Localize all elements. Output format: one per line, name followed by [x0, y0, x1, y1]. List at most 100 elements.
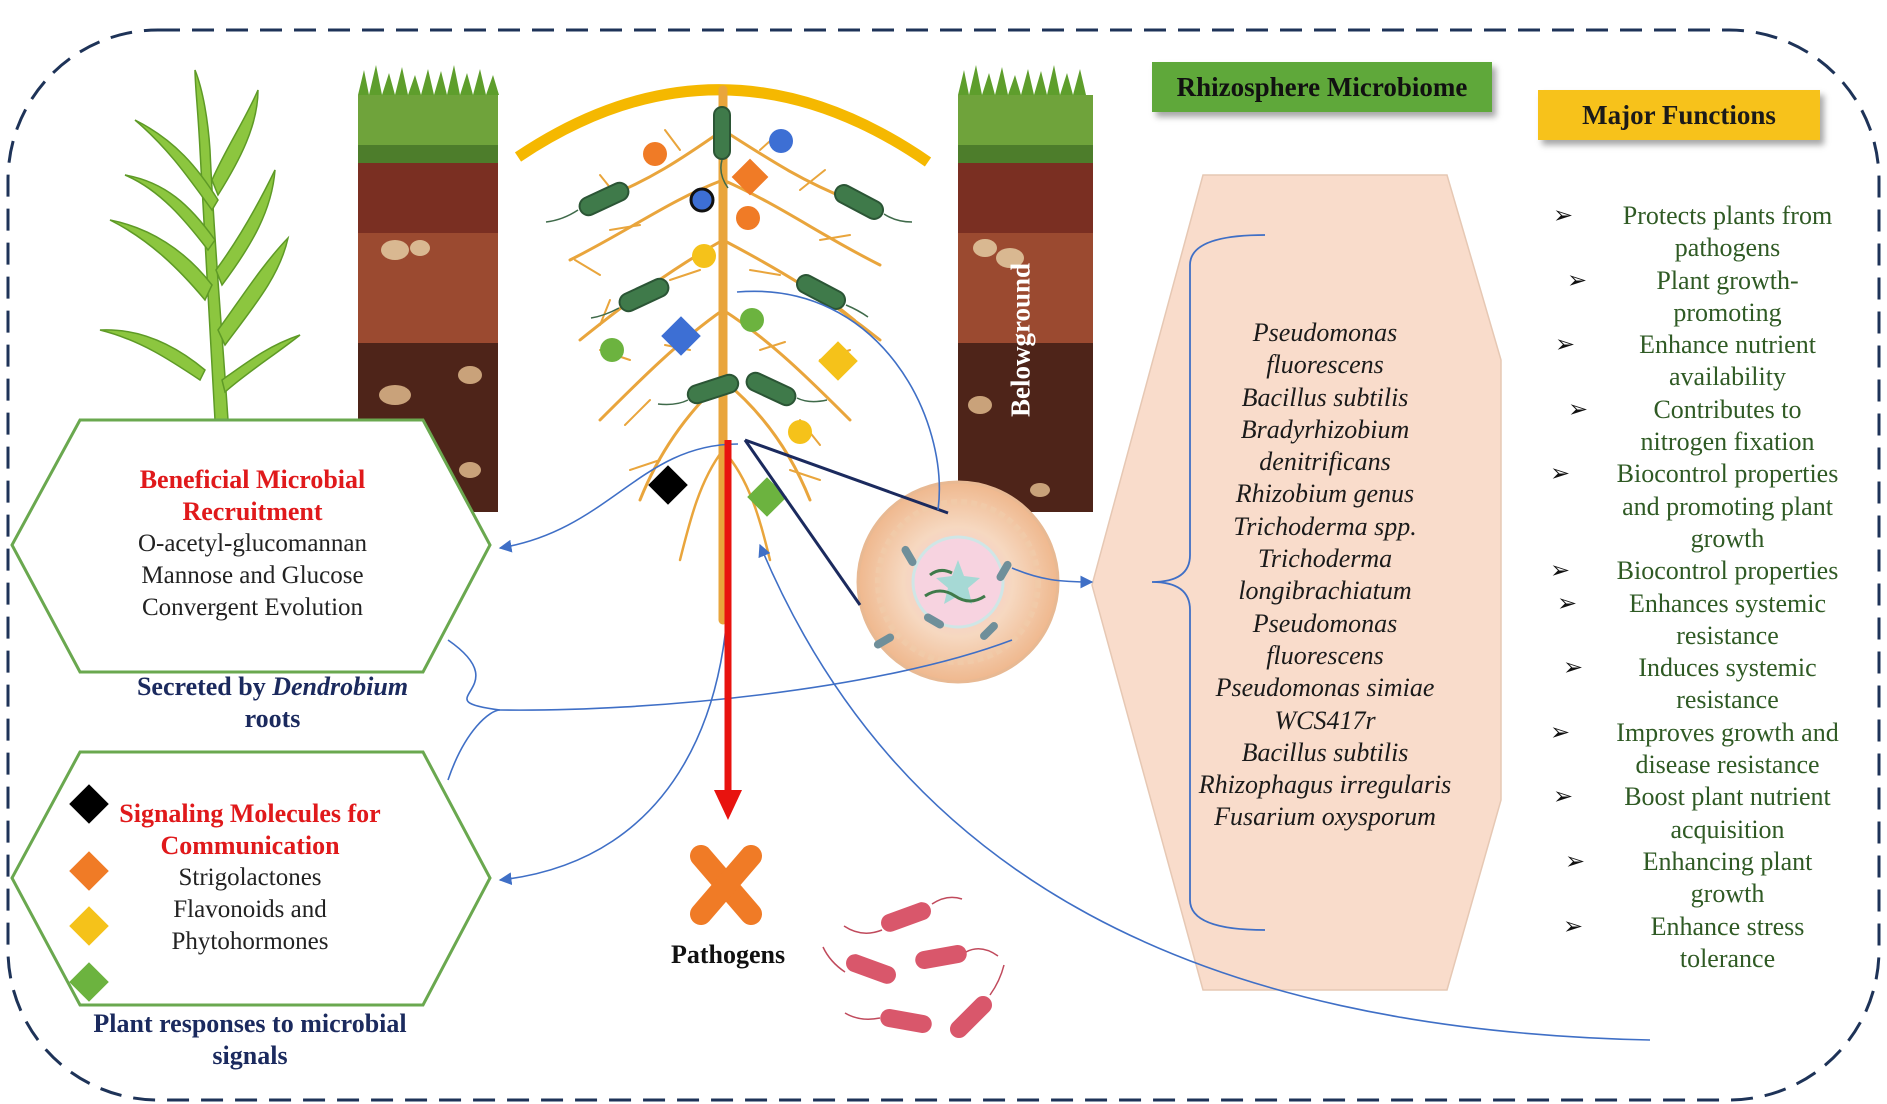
legend-yellow-diamond: [69, 906, 109, 946]
recruitment-item: O-acetyl-glucomannan: [137, 530, 368, 557]
signaling-block: Signaling Molecules for Communication St…: [95, 798, 405, 958]
function-line: tolerance: [1679, 943, 1776, 973]
plant-responses-label: Plant responses to microbial signals: [50, 1008, 450, 1072]
plant-responses-line1: Plant responses to microbial: [93, 1009, 407, 1038]
function-item: ➢ Protects plants from pathogens: [1553, 200, 1880, 265]
species-bracket: [1151, 234, 1266, 931]
signaling-item: Phytohormones: [171, 928, 329, 955]
connector-curves: [447, 290, 1651, 1041]
function-line: Protects plants from: [1622, 201, 1833, 230]
legend-orange-diamond: [69, 851, 109, 891]
pathogen-x-icon: [690, 845, 762, 925]
arrow-bullet-icon: ➢: [1568, 396, 1589, 423]
recruitment-title-line1: Beneficial Microbial: [139, 465, 366, 494]
function-line: Improves growth and: [1616, 717, 1839, 747]
arrow-bullet-icon: ➢: [1553, 203, 1574, 229]
function-line: and promoting plant: [1622, 491, 1833, 521]
function-line: resistance: [1676, 685, 1779, 715]
species-name: longibrachiatum: [1238, 576, 1412, 606]
belowground-label: Belowground: [1005, 262, 1036, 418]
species-name: Bradyrhizobium: [1240, 414, 1410, 444]
species-name: Pseudomonas: [1252, 318, 1398, 347]
recruitment-title-line2: Recruitment: [182, 497, 323, 526]
species-name: Rhizophagus irregularis: [1198, 770, 1452, 800]
function-line: Enhances systemic: [1628, 588, 1827, 618]
outer-dashed-border: [6, 28, 1881, 1102]
signaling-title-line1: Signaling Molecules for: [119, 799, 381, 828]
major-functions-banner: Major Functions: [1538, 90, 1820, 140]
legend-black-diamond: [69, 784, 109, 824]
secreted-genus: Dendrobium: [272, 672, 409, 701]
function-line: Boost plant nutrient: [1624, 782, 1831, 812]
function-line: pathogens: [1674, 233, 1781, 263]
recruitment-item: Convergent Evolution: [141, 594, 364, 621]
function-line: Biocontrol properties: [1616, 459, 1839, 489]
species-name: WCS417r: [1274, 705, 1376, 735]
function-line: Enhance nutrient: [1639, 330, 1816, 360]
species-name: Rhizobium genus: [1235, 479, 1415, 509]
arrow-bullet-icon: ➢: [1567, 267, 1588, 294]
secreted-prefix: Secreted by: [136, 672, 273, 701]
root-microbes: [545, 106, 913, 444]
legend-green-diamond: [69, 962, 109, 1002]
green-signal-diamond: [747, 477, 787, 517]
function-item: ➢Biocontrol properties: [1550, 555, 1880, 587]
species-name: Bacillus subtilis: [1241, 382, 1409, 412]
function-line: availability: [1669, 362, 1786, 392]
root-cross-section-icon: [856, 480, 1060, 684]
function-line: Contributes to: [1653, 394, 1802, 424]
function-line: Biocontrol properties: [1616, 556, 1839, 586]
function-line: nitrogen fixation: [1640, 427, 1815, 457]
species-name: Bacillus subtilis: [1241, 737, 1409, 767]
pathogens-label: Pathogens: [670, 940, 786, 969]
arrow-bullet-icon: ➢: [1553, 784, 1574, 811]
recruitment-hexagon: [10, 418, 492, 674]
function-line: acquisition: [1670, 814, 1785, 844]
arrow-bullet-icon: ➢: [1565, 848, 1586, 875]
recruitment-block: Beneficial Microbial Recruitment O-acety…: [60, 464, 445, 624]
arrow-bullet-icon: ➢: [1550, 719, 1571, 746]
function-line: Induces systemic: [1638, 653, 1817, 683]
plant-responses-line2: signals: [212, 1041, 288, 1070]
arrow-bullet-icon: ➢: [1555, 332, 1576, 359]
recruitment-item: Mannose and Glucose: [141, 562, 364, 589]
species-name: fluorescens: [1266, 350, 1384, 380]
arrow-bullet-icon: ➢: [1557, 590, 1578, 617]
species-name: Trichoderma spp.: [1233, 511, 1417, 541]
black-signal-diamond: [648, 465, 688, 505]
species-name: Fusarium oxysporum: [1214, 802, 1436, 832]
functions-list: ➢ Protects plants from pathogens ➢ Plant gro…: [1550, 200, 1880, 976]
signaling-item: Flavonoids and: [173, 896, 327, 923]
function-line: growth: [1690, 523, 1765, 553]
arrow-bullet-icon: ➢: [1563, 655, 1584, 682]
zoom-line-upper: [744, 438, 949, 515]
signaling-item: Strigolactones: [178, 864, 322, 891]
species-name: denitrificans: [1259, 447, 1391, 477]
function-line: growth: [1690, 879, 1765, 909]
secreted-suffix: roots: [244, 704, 301, 733]
rhizosphere-banner: Rhizosphere Microbiome: [1152, 62, 1492, 112]
pathogen-red-arrow: [714, 440, 742, 820]
signaling-hexagon: [10, 750, 492, 1007]
pathogen-bacteria: [822, 896, 1005, 1039]
species-panel: [1091, 174, 1502, 991]
function-line: Enhancing plant: [1642, 846, 1813, 876]
species-name: fluorescens: [1266, 640, 1384, 670]
species-name: Pseudomonas: [1252, 608, 1398, 638]
plant-seedling-icon: [99, 69, 301, 421]
function-line: promoting: [1673, 297, 1782, 327]
function-item: ➢ Plant growth-promoting: [1567, 265, 1880, 330]
function-line: Plant growth-: [1656, 265, 1799, 295]
function-line: resistance: [1676, 620, 1779, 650]
